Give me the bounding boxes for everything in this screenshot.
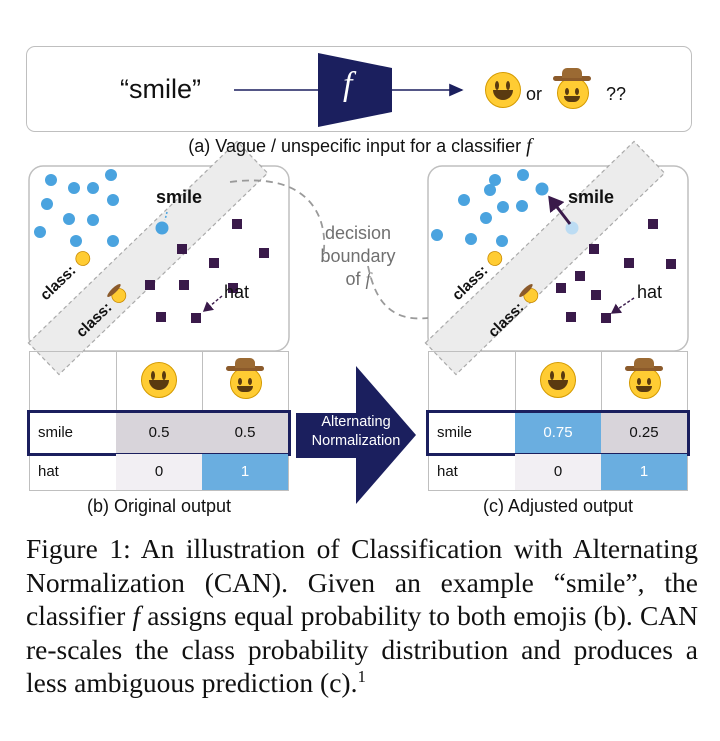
smile-emoji-icon [487,251,503,266]
purple-squares-b [145,219,269,323]
table-b-value: 0 [154,463,164,480]
table-c-row-label: hat [437,463,458,480]
table-b-cell-hat-smile [116,454,202,490]
blue-dots-c [431,169,549,247]
function-box-icon [318,53,392,127]
alternating-normalization-label: Alternating Normalization [311,414,401,449]
cowboy-hat-emoji-icon [625,358,663,399]
smile-emoji-icon [540,362,576,398]
decision-boundary-connector [229,179,429,320]
input-word: “smile” [120,74,201,104]
cowboy-hat-emoji-icon [226,358,264,399]
caption-b: (b) Original output [86,496,232,516]
table-c-value: 1 [639,463,649,480]
table-c-value: 0 [553,463,563,480]
arrow-right-icon [296,366,416,504]
smile-point-c [535,182,549,196]
hat-label-c: hat [637,282,663,302]
caption-a: (a) Vague / unspecific input for a class… [188,135,532,157]
figure-caption: Figure 1: An illustration of Classificat… [26,533,698,699]
function-symbol: f [343,66,353,103]
smile-emoji-icon [141,362,177,398]
purple-squares-c [556,219,676,323]
table-c-cell-hat-hat [601,454,687,490]
table-c-row-label: smile [437,424,473,441]
hat-arrow-c [610,297,635,314]
hat-arrow-b [202,295,223,312]
hat-label-b: hat [224,282,250,302]
table-c-cell-smile-hat [601,411,687,454]
figure-graphics: class: class: class: class: [27,53,689,504]
smile-point-b [155,221,169,235]
smile-original-ghost-c [565,221,579,235]
table-b-value: 0.5 [234,424,256,441]
blue-dots-b [34,169,169,247]
table-b-cell-smile-hat [202,411,288,454]
caption-c: (c) Adjusted output [482,496,634,516]
smile-label-b: smile [156,187,203,207]
smile-label-c: smile [568,187,615,207]
decision-band-c [424,140,666,376]
table-b-value: 0.5 [148,424,170,441]
table-c-cell-smile-smile [515,411,601,454]
or-text: or [526,84,543,104]
table-c-cell-hat-smile [515,454,601,490]
table-c-value: 0.75 [543,424,573,441]
smile-emoji-icon [75,251,91,266]
decision-boundary-label: decision boundary of f [320,223,396,289]
panel-a-box [26,46,692,132]
class-label-smile-b: class: [37,262,79,304]
cowboy-hat-emoji-icon [553,68,591,109]
smile-arrow-b [164,211,168,221]
table-b-cell-hat-hat [202,454,288,490]
table-b-row-label: hat [38,463,59,480]
smile-emoji-icon [485,72,521,108]
table-b-value: 1 [240,463,250,480]
table-b-row-label: smile [38,424,74,441]
decision-band-b [27,140,269,376]
shift-arrow-c [548,195,572,225]
question-marks: ?? [606,84,627,104]
table-b-cell-smile-smile [116,411,202,454]
table-c-value: 0.25 [629,424,659,441]
